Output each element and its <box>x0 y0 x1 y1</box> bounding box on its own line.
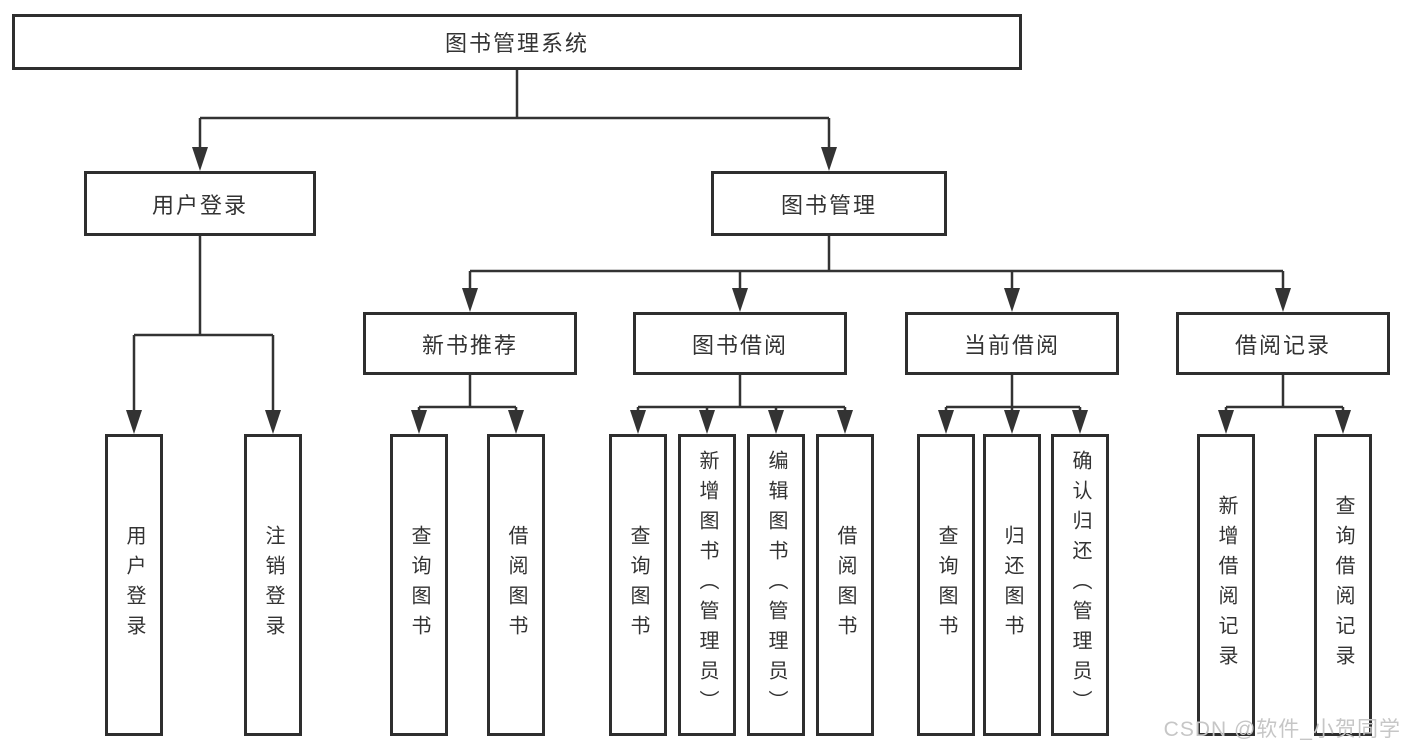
arrow-icon <box>411 410 427 434</box>
node-label: 确认归还（管理员） <box>1069 450 1091 720</box>
edge-user-login-children <box>132 236 275 414</box>
leaf-logout: 注销登录 <box>244 434 302 736</box>
node-label: 用户登录 <box>123 525 145 645</box>
arrow-icon <box>630 410 646 434</box>
node-new-book-recommend: 新书推荐 <box>363 312 577 375</box>
leaf-query-books-recommend: 查询图书 <box>390 434 448 736</box>
leaf-query-borrow-record: 查询借阅记录 <box>1314 434 1372 736</box>
arrow-icon <box>768 410 784 434</box>
arrow-icon <box>1218 410 1234 434</box>
arrow-icon <box>1004 410 1020 434</box>
node-user-login: 用户登录 <box>84 171 316 236</box>
node-label: 用户登录 <box>151 192 248 218</box>
leaf-add-book-admin: 新增图书（管理员） <box>678 434 736 736</box>
node-label: 借阅图书 <box>834 525 856 645</box>
edge-root-to-level2 <box>198 70 831 150</box>
node-label: 当前借阅 <box>963 332 1060 358</box>
node-label: 查询借阅记录 <box>1332 495 1354 675</box>
arrow-icon <box>1335 410 1351 434</box>
leaf-user-login: 用户登录 <box>105 434 163 736</box>
arrow-icon <box>1004 288 1020 312</box>
arrow-icon <box>699 410 715 434</box>
node-label: 图书管理系统 <box>444 31 589 56</box>
node-label: 借阅记录 <box>1234 332 1331 358</box>
node-current-borrow: 当前借阅 <box>905 312 1119 375</box>
node-book-management: 图书管理 <box>711 171 947 236</box>
node-book-borrow: 图书借阅 <box>633 312 847 375</box>
arrow-icon <box>192 147 208 171</box>
leaf-query-books-current: 查询图书 <box>917 434 975 736</box>
arrow-icon <box>837 410 853 434</box>
arrow-icon <box>508 410 524 434</box>
edge-current-borrow-children <box>944 375 1082 414</box>
node-root-system: 图书管理系统 <box>12 14 1022 70</box>
arrow-icon <box>462 288 478 312</box>
node-label: 新增图书（管理员） <box>696 450 718 720</box>
edge-new-book-children <box>417 375 518 414</box>
arrowheads <box>126 147 1351 434</box>
node-label: 编辑图书（管理员） <box>765 450 787 720</box>
edge-book-management-children <box>468 236 1285 292</box>
node-label: 归还图书 <box>1001 525 1023 645</box>
arrow-icon <box>265 410 281 434</box>
leaf-add-borrow-record: 新增借阅记录 <box>1197 434 1255 736</box>
csdn-watermark: CSDN @软件_小贺同学 <box>1163 718 1401 741</box>
arrow-icon <box>126 410 142 434</box>
arrow-icon <box>938 410 954 434</box>
arrow-icon <box>1072 410 1088 434</box>
node-borrow-record: 借阅记录 <box>1176 312 1390 375</box>
node-label: 查询图书 <box>627 525 649 645</box>
leaf-confirm-return-admin: 确认归还（管理员） <box>1051 434 1109 736</box>
node-label: 注销登录 <box>262 525 284 645</box>
leaf-borrow-books: 借阅图书 <box>816 434 874 736</box>
node-label: 借阅图书 <box>505 525 527 645</box>
arrow-icon <box>821 147 837 171</box>
node-label: 查询图书 <box>408 525 430 645</box>
node-label: 查询图书 <box>935 525 957 645</box>
arrow-icon <box>1275 288 1291 312</box>
arrow-icon <box>732 288 748 312</box>
node-label: 图书借阅 <box>691 332 788 358</box>
edge-book-borrow-children <box>636 375 847 414</box>
leaf-edit-book-admin: 编辑图书（管理员） <box>747 434 805 736</box>
node-label: 新书推荐 <box>421 332 518 358</box>
leaf-return-book: 归还图书 <box>983 434 1041 736</box>
edge-borrow-record-children <box>1224 375 1345 414</box>
leaf-borrow-books-recommend: 借阅图书 <box>487 434 545 736</box>
node-label: 图书管理 <box>780 192 877 218</box>
leaf-query-books-borrow: 查询图书 <box>609 434 667 736</box>
node-label: 新增借阅记录 <box>1215 495 1237 675</box>
